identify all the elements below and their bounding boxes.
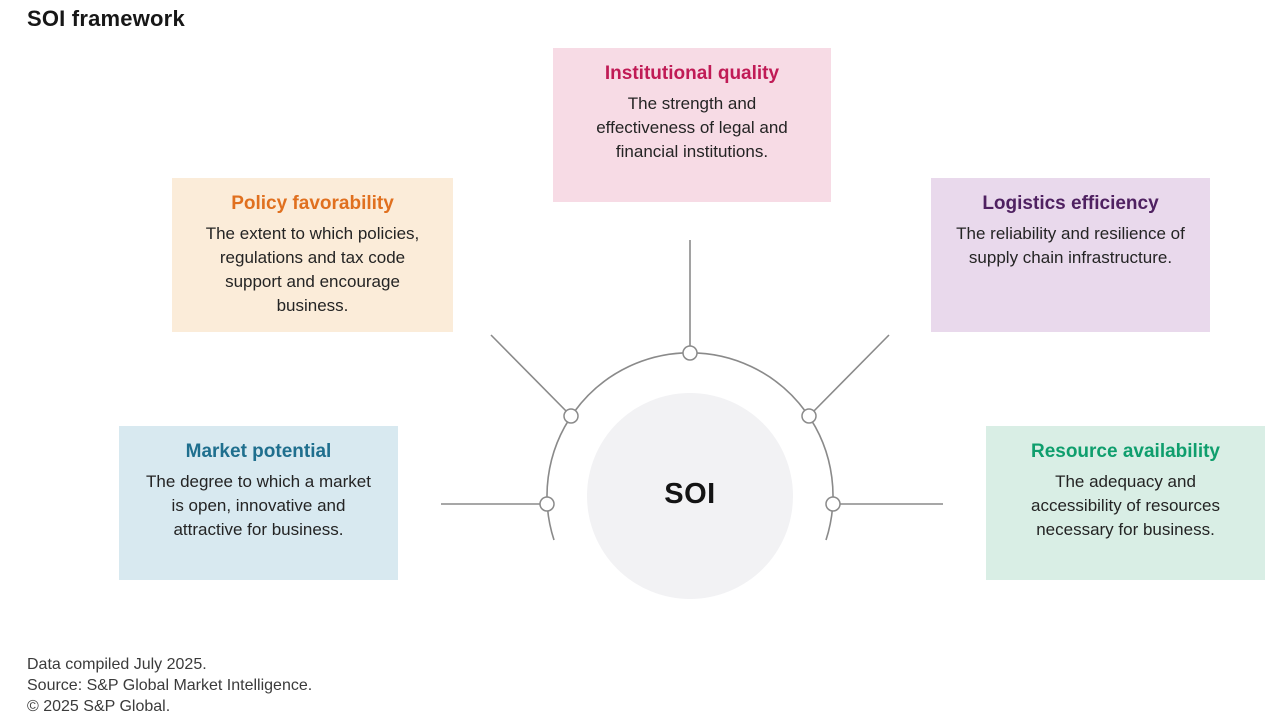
pillar-market-potential: Market potential The degree to which a m…	[119, 426, 398, 580]
node-dot-left	[539, 496, 555, 512]
footer-source: Source: S&P Global Market Intelligence.	[27, 677, 313, 694]
pillar-description: The strength and effectiveness of legal …	[596, 94, 788, 161]
footer-data-compiled: Data compiled July 2025.	[27, 656, 207, 673]
spoke-upper-right-line	[808, 334, 890, 417]
pillar-title: Policy favorability	[231, 193, 394, 214]
pillar-title: Market potential	[185, 441, 332, 462]
footer-copyright: © 2025 S&P Global.	[27, 698, 171, 715]
pillar-institutional-quality: Institutional quality The strength and e…	[553, 48, 831, 202]
pillar-title: Logistics efficiency	[982, 193, 1159, 214]
node-dot-upper-right	[801, 408, 817, 424]
hub-circle	[587, 393, 793, 599]
pillar-logistics-efficiency: Logistics efficiency The reliability and…	[931, 178, 1210, 332]
hub-label: SOI	[664, 478, 716, 510]
spoke-upper-left-line	[490, 334, 572, 417]
node-dot-upper-left	[563, 408, 579, 424]
pillar-title: Resource availability	[1030, 441, 1221, 462]
node-dot-top	[682, 345, 698, 361]
pillar-description: The extent to which policies, regulation…	[205, 224, 420, 315]
pillar-description: The adequacy and accessibility of resour…	[1031, 472, 1220, 539]
node-dot-right	[825, 496, 841, 512]
pillar-title: Institutional quality	[604, 63, 780, 84]
page-title: SOI framework	[27, 6, 185, 31]
pillar-resource-availability: Resource availability The adequacy and a…	[986, 426, 1265, 580]
pillar-description: The reliability and resilience of supply…	[956, 224, 1185, 267]
pillar-description: The degree to which a market is open, in…	[146, 472, 371, 539]
pillar-policy-favorability: Policy favorability The extent to which …	[172, 178, 453, 332]
